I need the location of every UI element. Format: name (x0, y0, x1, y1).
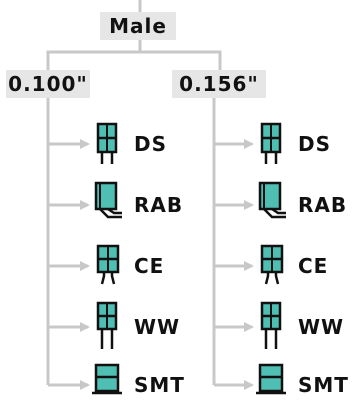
connector-label: DS (298, 132, 332, 156)
rab-connector-icon (258, 181, 286, 219)
ww-connector-icon (96, 301, 118, 349)
smt-connector-icon (256, 363, 286, 395)
connector-label: RAB (298, 193, 348, 217)
connector-label: DS (134, 132, 168, 156)
smt-connector-icon (92, 363, 122, 395)
group-label-0100: 0.100" (6, 70, 90, 98)
rab-connector-icon (94, 181, 122, 219)
connector-label: WW (298, 315, 345, 339)
group-label-0156: 0.156" (172, 70, 266, 98)
connector-label: CE (298, 254, 329, 278)
ds-connector-icon (96, 122, 118, 164)
ce-connector-icon (260, 244, 284, 285)
branch-line (46, 50, 222, 70)
connector-label: WW (134, 315, 181, 339)
connector-label: SMT (298, 373, 349, 397)
connector-label: SMT (134, 373, 185, 397)
root-label-male: Male (100, 12, 176, 40)
connector-label: RAB (134, 193, 184, 217)
ww-connector-icon (260, 301, 282, 349)
ds-connector-icon (260, 122, 282, 164)
connector-label: CE (134, 254, 165, 278)
ce-connector-icon (96, 244, 120, 285)
